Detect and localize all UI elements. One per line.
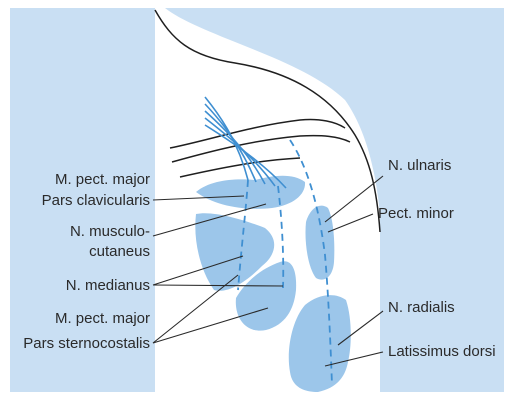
label-cutaneus: cutaneus bbox=[89, 243, 150, 260]
label-n-musculo: N. musculo- bbox=[70, 223, 150, 240]
label-pars-clavicularis: Pars clavicularis bbox=[42, 192, 150, 209]
label-n-ulnaris: N. ulnaris bbox=[388, 157, 451, 174]
label-latissimus-dorsi: Latissimus dorsi bbox=[388, 343, 496, 360]
label-pars-sternocostalis: Pars sternocostalis bbox=[23, 335, 150, 352]
label-pect-minor: Pect. minor bbox=[378, 205, 454, 222]
label-n-medianus: N. medianus bbox=[66, 277, 150, 294]
label-n-radialis: N. radialis bbox=[388, 299, 455, 316]
label-pect-major-clavicular: M. pect. major bbox=[55, 171, 150, 188]
label-pect-major-sternocostal: M. pect. major bbox=[55, 310, 150, 327]
